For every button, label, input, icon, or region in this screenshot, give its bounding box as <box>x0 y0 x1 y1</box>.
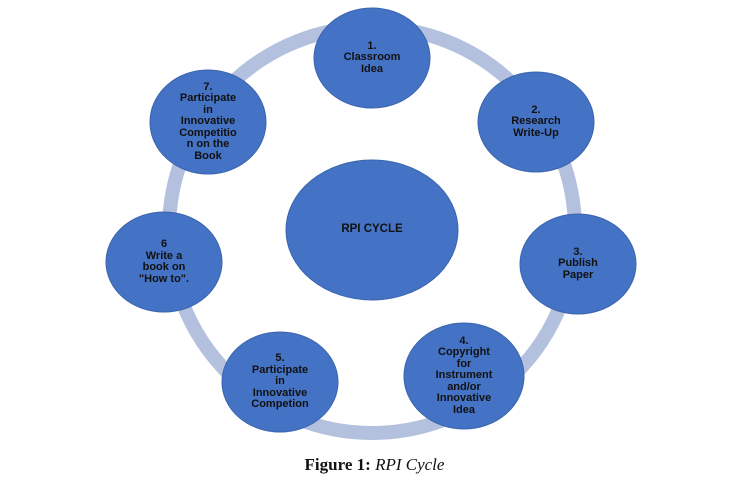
node-7-label: 7. Participate in Innovative Competitio … <box>179 80 237 162</box>
node-6-ellipse <box>105 211 223 313</box>
figure-caption: Figure 1: RPI Cycle <box>0 455 749 475</box>
node-5-label: 5. Participate in Innovative Competion <box>251 352 309 411</box>
caption-prefix: Figure 1: <box>304 455 371 474</box>
node-5-ellipse <box>221 331 339 433</box>
caption-title: RPI Cycle <box>375 455 445 474</box>
node-1-label: 1. Classroom Idea <box>343 39 401 75</box>
center-ellipse <box>285 159 459 301</box>
node-7-ellipse <box>149 69 267 175</box>
center-label: RPI CYCLE <box>341 223 403 236</box>
cycle-diagram <box>105 7 637 440</box>
node-1-ellipse <box>313 7 431 109</box>
node-3-label: 3. Publish Paper <box>558 245 598 281</box>
node-2-ellipse <box>477 71 595 173</box>
node-4-label: 4. Copyright for Instrument and/or Innov… <box>435 334 493 416</box>
node-6-label: 6 Write a book on "How to". <box>138 238 190 285</box>
node-2-label: 2. Research Write-Up <box>511 103 561 139</box>
node-3-ellipse <box>519 213 637 315</box>
node-4-ellipse <box>403 322 525 430</box>
